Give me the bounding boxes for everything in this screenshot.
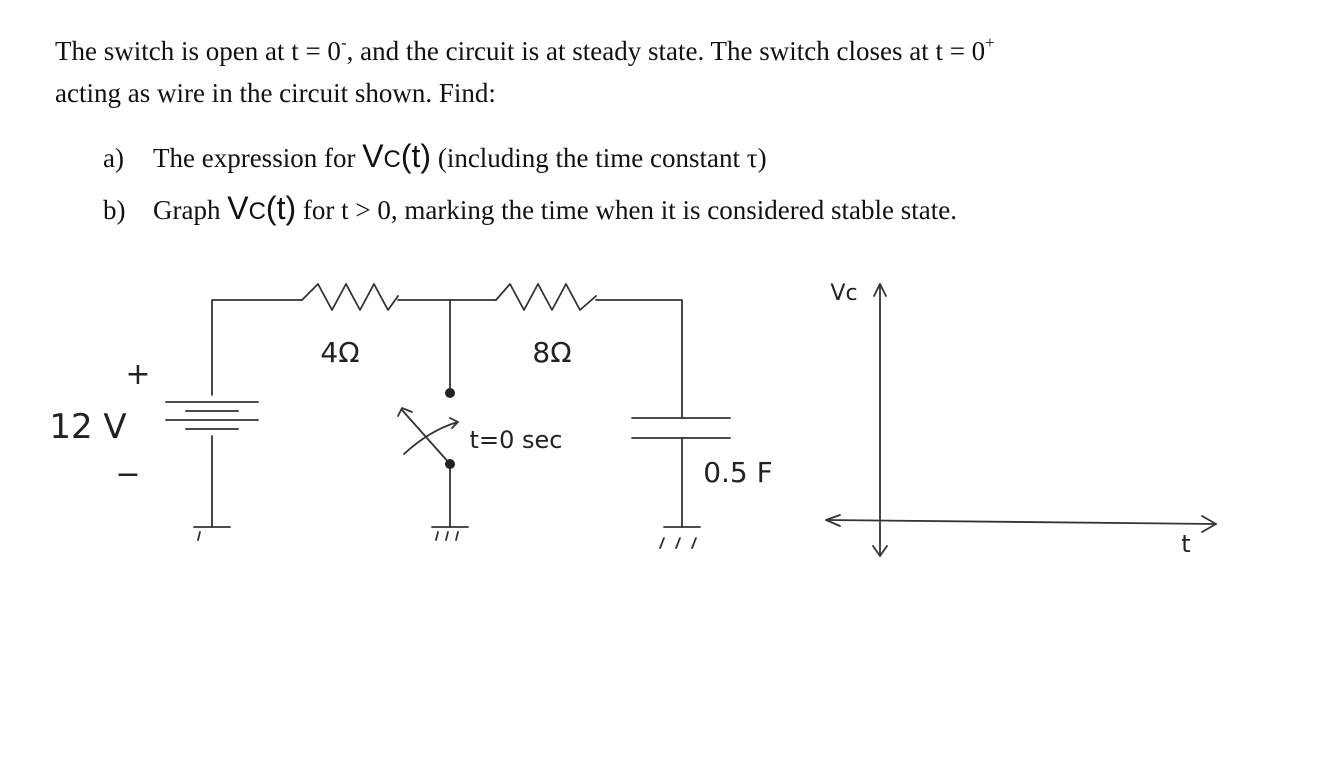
question-a-vc-main: V [362,138,384,174]
ground-right-hatch [659,537,697,549]
capacitor-value-label: 0.5 F [703,456,773,489]
question-a-post: (including the time constant τ) [431,143,767,173]
problem-intro: The switch is open at t = 0-, and the ci… [55,24,1295,114]
question-a-vc-arg: (t) [400,138,432,174]
switch-terminal-bottom [445,459,455,469]
switch-arrow-head [397,407,413,417]
ground-left-hatch [197,531,201,541]
resistor-8-ohm [495,283,597,311]
question-b-vc-arg: (t) [265,190,297,226]
intro-line-2: acting as wire in the circuit shown. Fin… [55,78,496,108]
graph-y-arrow-down [872,545,888,557]
question-b-post: for t > 0, marking the time when it is c… [296,195,957,225]
resistor-4-ohm [301,283,399,311]
question-a-pre: The expression for [153,143,363,173]
intro-line1-part-a: The switch is open at t = 0 [55,36,341,66]
question-b-label: b) [103,195,126,225]
graph-x-arrow-left [825,514,841,527]
wire-top-right [595,299,683,419]
graph-x-label: t [1181,530,1190,558]
question-a-label: a) [103,143,124,173]
r1-value-label: 4Ω [320,336,359,369]
switch-terminal-top [445,388,455,398]
switch-time-label: t=0 sec [470,426,563,454]
ground-middle-hatch [435,531,459,541]
switch-rotation-arrow [403,417,459,455]
question-b: b) Graph VC(t) for t > 0, marking the ti… [103,190,1283,242]
superscript-minus: - [340,33,347,52]
question-b-vc-sub: C [248,198,266,225]
question-list: a) The expression for VC(t) (including t… [103,138,1283,242]
intro-line1-part-b: , and the circuit is at steady state. Th… [346,36,986,66]
question-b-pre: Graph [153,195,228,225]
wire-top-left [211,299,303,396]
question-a-vc-sub: C [383,146,401,173]
source-value-label: 12 V [49,407,126,447]
superscript-plus: + [985,33,995,52]
question-a: a) The expression for VC(t) (including t… [103,138,1283,190]
intro-line-1: The switch is open at t = 0-, and the ci… [55,24,1295,72]
source-minus-label: − [115,457,140,492]
question-b-vc-main: V [227,190,249,226]
graph-x-axis [825,519,1217,525]
r2-value-label: 8Ω [532,336,571,369]
graph-y-label: Vc [830,281,857,306]
graph-y-arrow-up [873,283,887,297]
source-plus-label: + [125,357,150,392]
graph-x-arrow-right [1201,515,1217,533]
